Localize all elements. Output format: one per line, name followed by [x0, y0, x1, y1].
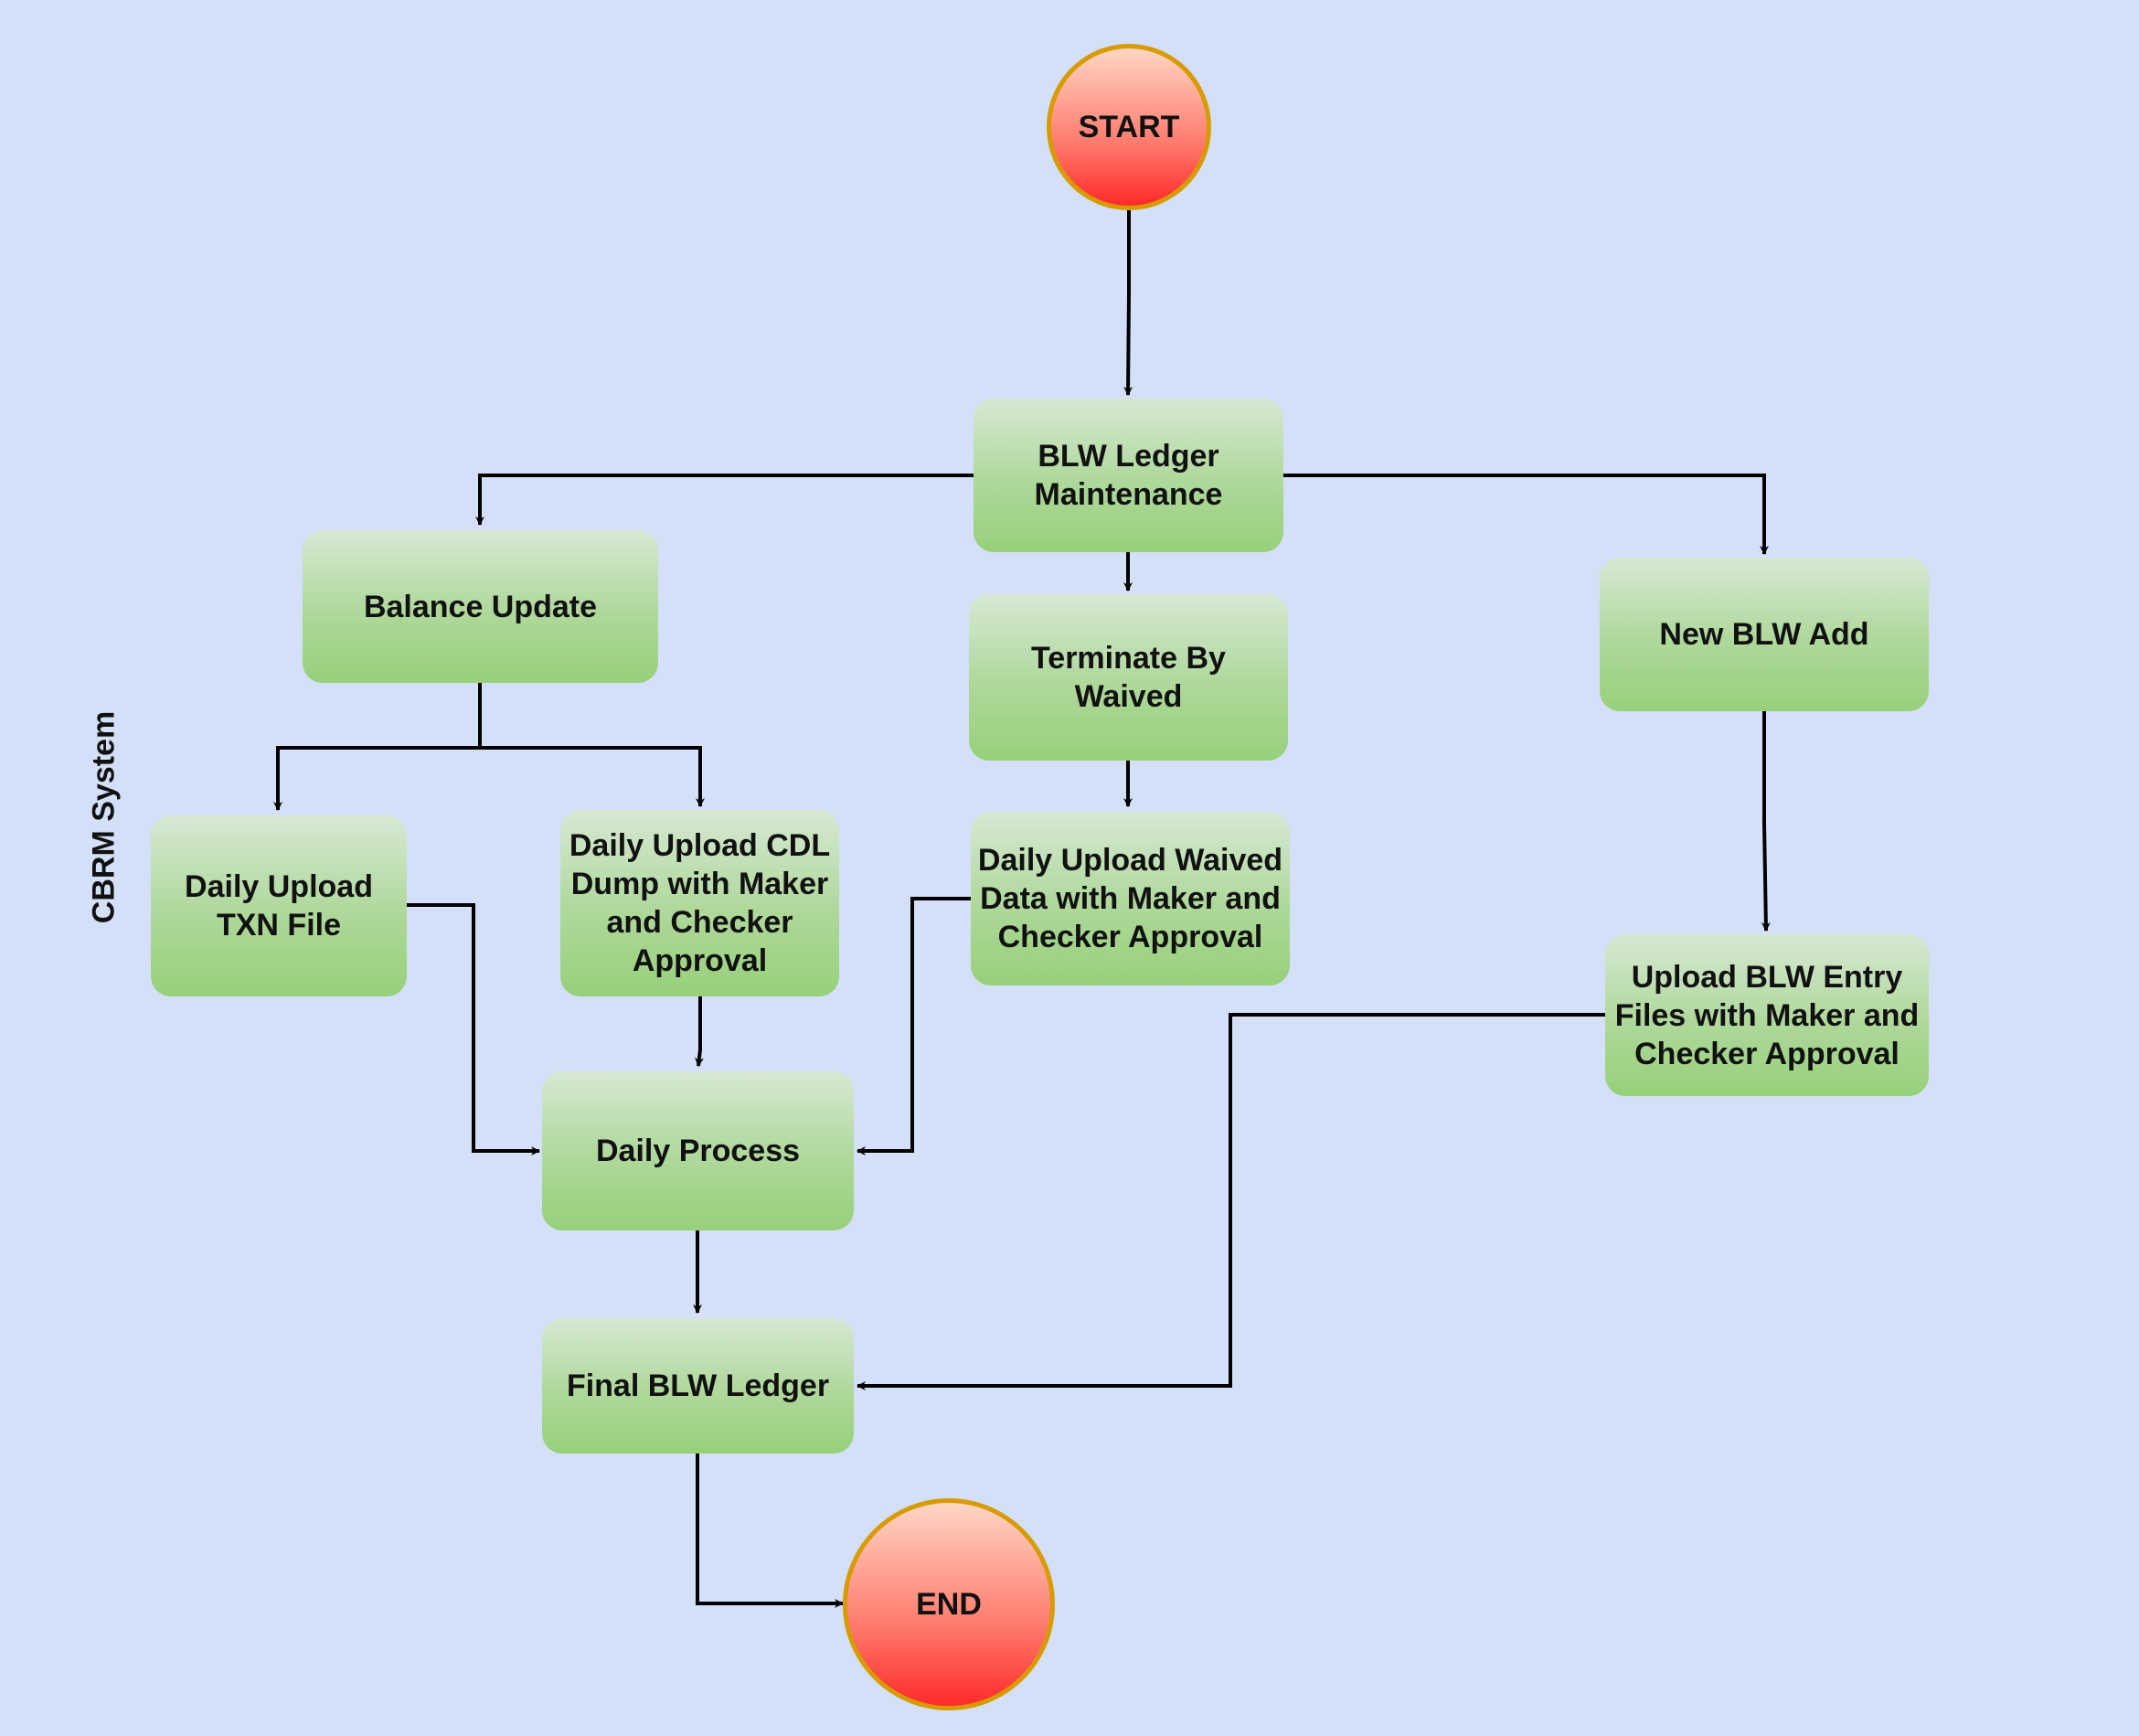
terminate-by-waived-node: Terminate By Waived [969, 594, 1288, 761]
upload-blw-entry-node: Upload BLW Entry Files with Maker and Ch… [1605, 934, 1929, 1096]
swimlane-label: CBRM System [86, 710, 122, 924]
edge-new-blw-to-upload-entry [1761, 711, 1771, 932]
start-node: START [1047, 44, 1211, 210]
daily-upload-cdl-node: Daily Upload CDL Dump with Maker and Che… [560, 810, 839, 996]
new-blw-add-node: New BLW Add [1600, 558, 1929, 711]
balance-update-node: Balance Update [303, 530, 658, 683]
end-node: END [843, 1498, 1055, 1710]
edge-start-to-maintenance [1123, 210, 1133, 396]
edge-final-to-end [696, 1454, 844, 1608]
daily-process-node: Daily Process [542, 1071, 854, 1230]
edge-balance-update-to-cdl [480, 746, 705, 807]
edge-txn-to-daily-process [407, 903, 540, 1156]
final-blw-ledger-node: Final BLW Ledger [542, 1318, 854, 1454]
edge-cdl-to-daily-process [695, 996, 704, 1067]
edge-waived-to-daily-process [857, 897, 971, 1156]
edge-maintenance-to-balance-update [475, 474, 974, 526]
edge-maintenance-to-new-blw [1283, 474, 1769, 555]
daily-upload-txn-node: Daily Upload TXN File [151, 815, 407, 996]
edge-upload-entry-to-final [857, 1013, 1605, 1390]
blw-ledger-maintenance-node: BLW Ledger Maintenance [974, 399, 1283, 552]
edge-balance-update-to-txn [273, 683, 482, 811]
daily-upload-waived-node: Daily Upload Waived Data with Maker and … [971, 812, 1290, 985]
